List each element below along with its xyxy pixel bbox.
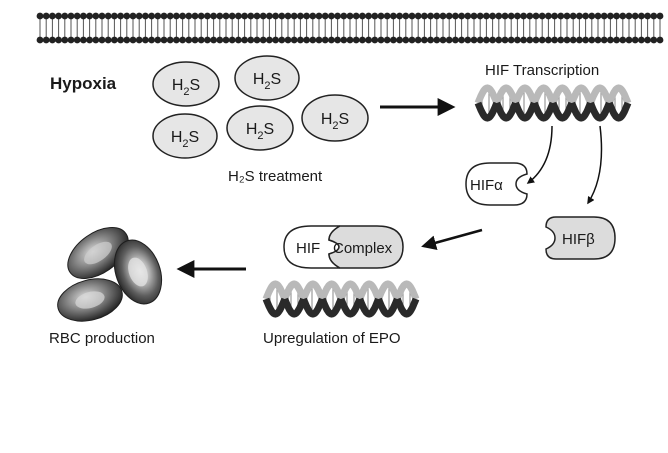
hif-complex: HIF Complex	[283, 225, 404, 269]
h2s-molecule: H2S	[301, 94, 369, 142]
dna-helix-transcription	[474, 84, 632, 122]
hypoxia-label: Hypoxia	[50, 74, 117, 93]
h2s-formula: H2S	[171, 129, 199, 150]
h2s-formula: H2S	[246, 121, 274, 142]
dna-helix-epo	[262, 280, 420, 318]
hif-beta-label: HIFβ	[562, 231, 595, 248]
hif-transcription-label: HIF Transcription	[485, 62, 599, 79]
arrow-to-hif-beta	[587, 125, 603, 205]
h2s-formula: H2S	[172, 77, 200, 98]
arrow-to-hif-complex	[421, 228, 483, 251]
hif-complex-right-label: Complex	[333, 240, 393, 257]
h2s-formula: H2S	[321, 111, 349, 132]
arrow-to-hif-alpha	[526, 125, 553, 184]
h2s-molecule-cluster: H2S H2S H2S H2S H2S	[152, 55, 369, 159]
red-blood-cells-icon	[57, 227, 163, 322]
h2s-molecule: H2S	[152, 113, 218, 159]
hif-beta-subunit: HIFβ	[545, 216, 616, 260]
hif-alpha-subunit: HIFα	[465, 162, 528, 206]
h2s-treatment-label: H₂S treatment	[228, 168, 323, 185]
epo-label: Upregulation of EPO	[263, 330, 401, 347]
h2s-molecule: H2S	[152, 61, 220, 107]
hif-alpha-label: HIFα	[470, 177, 503, 194]
h2s-formula: H2S	[253, 71, 281, 92]
hif-complex-left-label: HIF	[296, 240, 320, 257]
rbc-production-label: RBC production	[49, 330, 155, 347]
h2s-molecule: H2S	[226, 105, 294, 151]
h2s-molecule: H2S	[234, 55, 300, 101]
cell-membrane	[36, 12, 664, 44]
